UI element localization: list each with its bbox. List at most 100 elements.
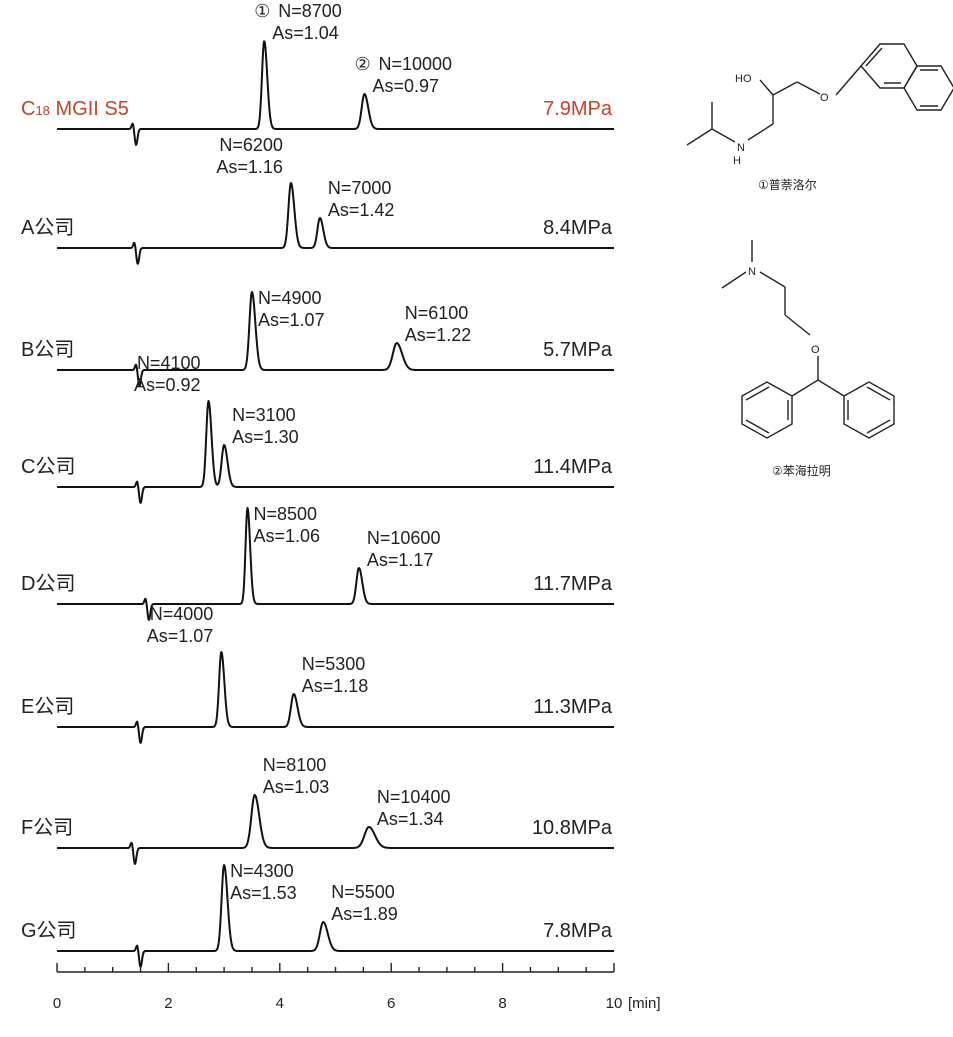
column-label: C公司 [21, 456, 75, 478]
chromatogram-trace [56, 40, 615, 146]
pressure-label: 11.7MPa [533, 573, 612, 595]
bond [791, 379, 819, 397]
peak-plate-count: N=4300 [230, 861, 294, 881]
peak-asymmetry: As=1.30 [232, 427, 299, 447]
bond [835, 65, 862, 96]
naphthalene-ring-b [903, 65, 953, 111]
column-label: E公司 [21, 696, 74, 718]
pressure-label: 11.4MPa [533, 456, 612, 478]
peak-plate-count: N=4900 [258, 288, 322, 308]
double-bond [865, 47, 883, 67]
x-tick-label: 8 [498, 995, 506, 1012]
peak-plate-count: N=10400 [377, 787, 451, 807]
caption-diphenhydramine: ②苯海拉明 [772, 463, 831, 478]
pressure-label: 7.9MPa [543, 98, 613, 120]
pressure-label: 5.7MPa [543, 339, 613, 361]
peak-plate-count: N=8700 [278, 1, 342, 21]
peak-plate-count: N=10600 [367, 528, 441, 548]
column-label: F公司 [21, 817, 73, 839]
double-bond [866, 386, 891, 401]
chromatogram-trace [56, 182, 615, 265]
peak-asymmetry: As=1.07 [258, 310, 325, 330]
bond [817, 379, 845, 397]
pressure-label: 8.4MPa [543, 217, 613, 239]
peak-asymmetry: As=1.22 [405, 325, 472, 345]
peak-plate-count: N=7000 [328, 178, 392, 198]
chromatogram-trace [56, 651, 615, 744]
double-bond [745, 419, 770, 434]
chromatogram-trace [56, 400, 615, 504]
compound-marker: ② [354, 54, 370, 74]
peak-plate-count: N=8500 [253, 504, 317, 524]
peak-asymmetry: As=1.34 [377, 809, 444, 829]
peak-asymmetry: As=1.18 [302, 676, 369, 696]
bond [796, 81, 821, 95]
pressure-label: 10.8MPa [532, 817, 613, 839]
peak-asymmetry: As=1.53 [230, 883, 297, 903]
peak-asymmetry: As=1.16 [216, 157, 283, 177]
propranolol-structure: O HO N H ①普萘洛尔 [686, 43, 953, 192]
chromatogram-trace [56, 507, 615, 621]
phenyl-ring-left [741, 381, 793, 439]
pressure-label: 7.8MPa [543, 920, 613, 942]
peak-asymmetry: As=1.42 [328, 200, 395, 220]
double-bond [866, 419, 891, 434]
atom-n: N [737, 142, 745, 154]
x-tick-label: 6 [387, 995, 395, 1012]
atom-o: O [811, 344, 820, 356]
bond [747, 123, 774, 141]
bond [686, 128, 713, 146]
x-axis-unit: [min] [628, 995, 661, 1012]
column-label: A公司 [21, 217, 74, 239]
x-tick-label: 0 [53, 995, 61, 1012]
bond [721, 271, 747, 289]
peak-plate-count: N=6100 [405, 303, 469, 323]
peak-plate-count: N=5500 [331, 882, 395, 902]
x-tick-label: 2 [164, 995, 172, 1012]
bond [784, 314, 811, 336]
peak-plate-count: N=4100 [137, 353, 201, 373]
peak-plate-count: N=10000 [378, 54, 452, 74]
bond [759, 271, 786, 288]
diphenhydramine-structure: N O ②苯海拉明 [721, 240, 895, 478]
pressure-label: 11.3MPa [533, 696, 612, 718]
x-tick-label: 4 [276, 995, 284, 1012]
peak-asymmetry: As=1.04 [272, 23, 339, 43]
time-axis: 0 2 4 6 8 10 [min] [53, 963, 661, 1012]
peak-asymmetry: As=1.06 [253, 526, 320, 546]
peak-asymmetry: As=1.07 [147, 626, 214, 646]
atom-ho: HO [735, 73, 752, 85]
chromatogram-trace [56, 864, 615, 968]
peak-plate-count: N=6200 [219, 135, 283, 155]
double-bond [745, 386, 770, 401]
peak-asymmetry: As=1.03 [263, 777, 330, 797]
atom-n: N [748, 266, 756, 278]
peak-asymmetry: As=0.97 [372, 76, 439, 96]
column-label: G公司 [21, 920, 77, 942]
peak-asymmetry: As=0.92 [134, 375, 201, 395]
peak-asymmetry: As=1.89 [331, 904, 398, 924]
bond [772, 81, 798, 96]
peak-asymmetry: As=1.17 [367, 550, 434, 570]
bond [711, 128, 736, 143]
peak-plate-count: N=5300 [302, 654, 366, 674]
x-tick-label: 10 [606, 995, 623, 1012]
peak-plate-count: N=8100 [263, 755, 327, 775]
peak-plate-count: N=4000 [150, 604, 214, 624]
atom-h: H [733, 155, 741, 167]
phenyl-ring-right [843, 381, 895, 439]
chromatogram-trace [56, 291, 615, 387]
column-label: D公司 [21, 573, 75, 595]
column-label: B公司 [21, 339, 74, 361]
peak-plate-count: N=3100 [232, 405, 296, 425]
compound-marker: ① [254, 1, 270, 21]
